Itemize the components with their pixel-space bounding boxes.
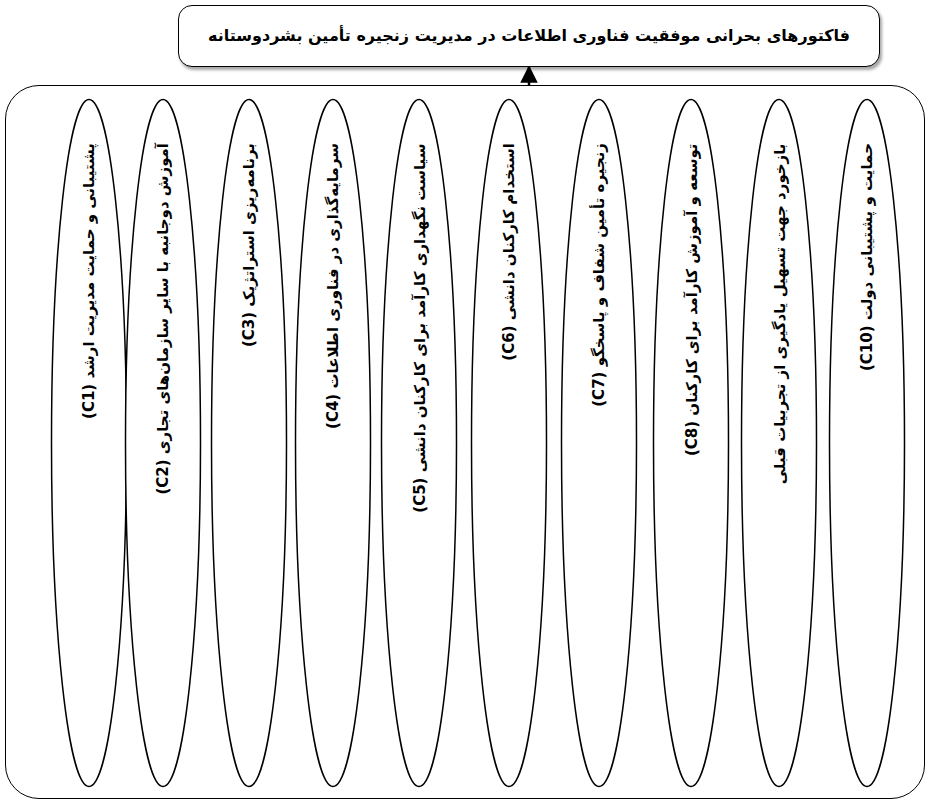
factor-label: برنامه‌ریزی استراتژیک (C3) [238,143,260,347]
factor-ellipse: حمایت و پشتیبانی دولت (C10) [828,98,906,788]
ellipse-shape [382,100,457,787]
factor-label: سیاست نگهداری کارآمد برای کارکنان دانشی … [408,143,430,512]
title-box: فاکتورهای بحرانی موفقیت فناوری اطلاعات د… [178,5,880,67]
factor-label: آموزش دوجانبه با سایر سازمان‌های تجاری (… [152,143,174,495]
ellipse-shape [654,100,729,787]
ellipse-shape [562,100,637,787]
connector-arrow [528,67,531,85]
factor-label: حمایت و پشتیبانی دولت (C10) [856,143,878,371]
ellipse-shape [296,100,371,787]
ellipse-shape [126,100,201,787]
factor-ellipse: استخدام کارکنان دانشی (C6) [470,98,548,788]
factor-ellipse: پشتیبانی و حمایت مدیریت ارشد (C1) [50,98,128,788]
factor-ellipse: توسعه و آموزش کارآمد برای کارکنان (C8) [652,98,730,788]
factor-ellipse: سرمایه‌گذاری در فناوری اطلاعات (C4) [294,98,372,788]
factor-label: استخدام کارکنان دانشی (C6) [498,143,520,361]
ellipse-shape [52,100,127,787]
factor-ellipse: برنامه‌ریزی استراتژیک (C3) [210,98,288,788]
ellipse-shape [472,100,547,787]
ellipse-shape [830,100,905,787]
factor-ellipse: آموزش دوجانبه با سایر سازمان‌های تجاری (… [124,98,202,788]
factor-label: زنجیره تأمین شفاف و پاسخگو (C7) [588,143,610,407]
factor-label: پشتیبانی و حمایت مدیریت ارشد (C1) [78,143,100,419]
factor-ellipse: سیاست نگهداری کارآمد برای کارکنان دانشی … [380,98,458,788]
ellipse-shape [212,100,287,787]
factor-container: پشتیبانی و حمایت مدیریت ارشد (C1) آموزش د… [5,85,925,799]
factor-ellipse: زنجیره تأمین شفاف و پاسخگو (C7) [560,98,638,788]
factor-label: توسعه و آموزش کارآمد برای کارکنان (C8) [680,143,702,456]
factor-label: سرمایه‌گذاری در فناوری اطلاعات (C4) [322,143,344,429]
ellipse-shape [742,100,817,787]
title-text: فاکتورهای بحرانی موفقیت فناوری اطلاعات د… [196,25,862,47]
factor-label: بازخورد جهت تسهیل یادگیری از تجربیات قبل… [768,143,790,484]
factor-ellipse: بازخورد جهت تسهیل یادگیری از تجربیات قبل… [740,98,818,788]
